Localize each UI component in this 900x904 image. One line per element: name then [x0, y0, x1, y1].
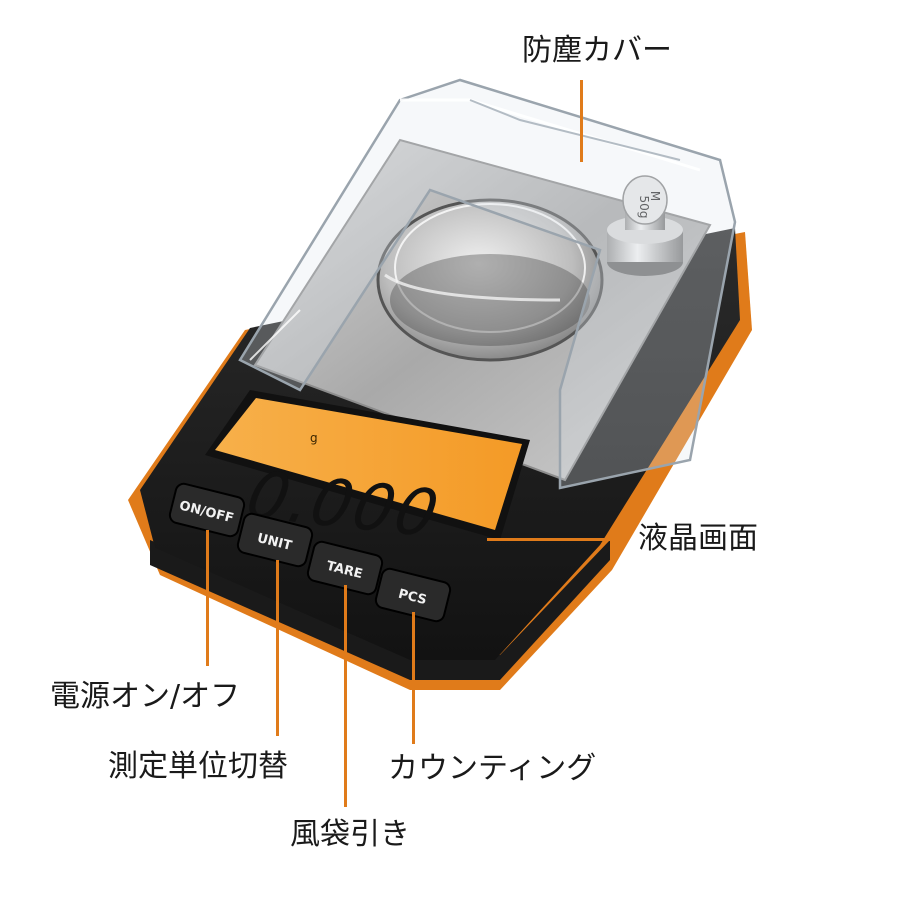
dust-cover	[238, 78, 737, 490]
leader-counting	[412, 612, 415, 744]
callout-counting: カウンティング	[388, 751, 597, 786]
callout-tare: 風袋引き	[290, 817, 410, 852]
pcs-button[interactable]: PCS	[374, 567, 452, 623]
callout-power: 電源オン/オフ	[50, 679, 241, 714]
leader-dust-cover	[580, 80, 583, 162]
leader-tare	[344, 585, 347, 807]
weight-marking-bottom: 50g	[637, 196, 651, 219]
base-side	[150, 540, 610, 680]
weight-marking-top: M	[648, 191, 662, 201]
pcs-button-label: PCS	[397, 587, 428, 608]
leader-unit	[276, 560, 279, 736]
calibration-weight: M 50g	[607, 175, 683, 276]
leader-lcd	[487, 538, 625, 541]
leader-power	[206, 530, 209, 666]
onoff-button[interactable]: ON/OFF	[168, 482, 246, 538]
callout-unit: 測定単位切替	[108, 749, 288, 784]
unit-button[interactable]: UNIT	[236, 512, 314, 568]
callout-dust-cover: 防塵カバー	[522, 33, 672, 68]
lcd-unit-indicator: g	[310, 431, 318, 445]
tare-button[interactable]: TARE	[306, 540, 384, 596]
lcd-screen	[215, 398, 522, 530]
callout-lcd: 液晶画面	[638, 521, 758, 556]
